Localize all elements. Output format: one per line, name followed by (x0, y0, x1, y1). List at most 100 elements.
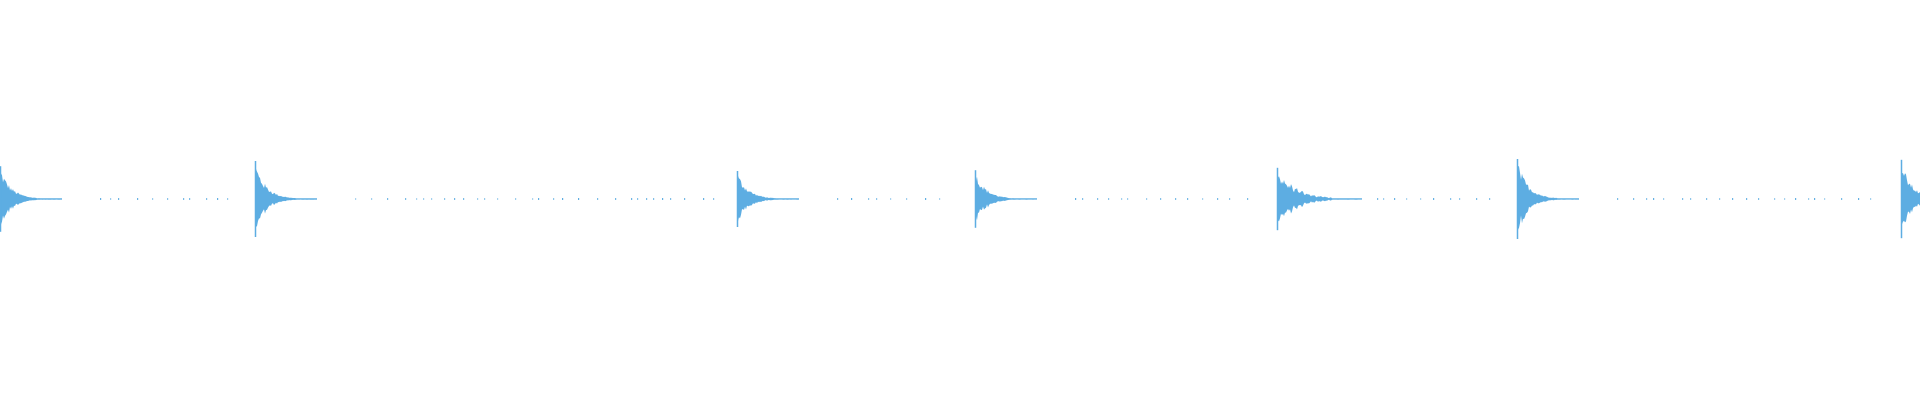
noise-dot (206, 198, 208, 200)
noise-dot (1187, 198, 1189, 200)
noise-dot (1646, 198, 1648, 200)
noise-dot (1406, 198, 1408, 200)
transient-envelope (255, 166, 317, 231)
noise-dot (405, 198, 407, 200)
noise-dot (597, 198, 599, 200)
noise-dot (371, 198, 373, 200)
noise-dot (939, 198, 941, 200)
noise-dot (562, 198, 564, 200)
transient-4 (974, 170, 1037, 228)
noise-dot (463, 198, 465, 200)
noise-dot (837, 198, 839, 200)
noise-dot (1450, 198, 1452, 200)
noise-dot (1824, 198, 1826, 200)
noise-dot (477, 198, 479, 200)
noise-dot (1774, 198, 1776, 200)
noise-dot (703, 198, 705, 200)
noise-dot (1247, 198, 1249, 200)
noise-dot (615, 198, 617, 200)
noise-dot (670, 198, 672, 200)
noise-dot (444, 198, 446, 200)
noise-dot (1420, 198, 1422, 200)
noise-dot (1784, 198, 1786, 200)
noise-dot (1229, 198, 1231, 200)
noise-dot (1383, 198, 1385, 200)
noise-dot (515, 198, 517, 200)
noise-dot (454, 198, 456, 200)
noise-dot (355, 198, 357, 200)
noise-dot (1097, 198, 1099, 200)
noise-dot (1082, 198, 1084, 200)
transient-envelope (737, 175, 799, 222)
noise-dot (1075, 198, 1077, 200)
noise-dot (906, 198, 908, 200)
noise-dot (1653, 198, 1655, 200)
noise-dot (387, 198, 389, 200)
noise-dot (684, 198, 686, 200)
transient-5 (1276, 167, 1362, 231)
noise-dot (1841, 198, 1843, 200)
noise-dot (662, 198, 664, 200)
noise-dot (497, 198, 499, 200)
noise-dot (1808, 198, 1810, 200)
noise-dot (1633, 198, 1635, 200)
noise-dot (1706, 198, 1708, 200)
noise-dot (1377, 198, 1379, 200)
noise-dot (118, 198, 120, 200)
noise-dot (1758, 198, 1760, 200)
noise-dot (1870, 198, 1872, 200)
noise-dot (1127, 198, 1129, 200)
noise-dot (137, 198, 139, 200)
transient-envelope (975, 176, 1037, 221)
noise-dot (1719, 198, 1721, 200)
noise-dot (876, 198, 878, 200)
noise-dot (1617, 198, 1619, 200)
noise-dot (925, 198, 927, 200)
noise-dot (631, 198, 633, 200)
transient-envelope (0, 170, 62, 225)
noise-dot (110, 198, 112, 200)
noise-dot (1459, 198, 1461, 200)
noise-dot (1108, 198, 1110, 200)
noise-dot (167, 198, 169, 200)
noise-dot (637, 198, 639, 200)
noise-dot (1175, 198, 1177, 200)
noise-dot (868, 198, 870, 200)
noise-dot (1394, 198, 1396, 200)
transient-envelope (1517, 164, 1579, 230)
noise-dot (183, 198, 185, 200)
noise-dot (217, 198, 219, 200)
noise-dot (646, 198, 648, 200)
noise-dot (538, 198, 540, 200)
noise-dot (1433, 198, 1435, 200)
noise-dot (227, 198, 229, 200)
noise-dot (553, 198, 555, 200)
noise-dot (1682, 198, 1684, 200)
noise-dot (1858, 198, 1860, 200)
noise-dot (1732, 198, 1734, 200)
noise-dot (431, 198, 433, 200)
noise-dot (532, 198, 534, 200)
noise-dot (851, 198, 853, 200)
noise-dot (1146, 198, 1148, 200)
waveform-layer (0, 159, 1920, 239)
transient-6 (1516, 159, 1579, 239)
noise-dot (1160, 198, 1162, 200)
noise-dot (484, 198, 486, 200)
noise-dot (152, 198, 154, 200)
transient-1 (0, 166, 62, 232)
noise-dot (1202, 198, 1204, 200)
noise-dot (1795, 198, 1797, 200)
noise-dot (653, 198, 655, 200)
noise-dot (416, 198, 418, 200)
transient-7 (1900, 159, 1920, 239)
noise-dot (1663, 198, 1665, 200)
noise-dot (713, 198, 715, 200)
noise-dot (890, 198, 892, 200)
noise-dot (423, 198, 425, 200)
noise-dot (100, 198, 102, 200)
noise-dot (1690, 198, 1692, 200)
transient-3 (736, 171, 799, 227)
